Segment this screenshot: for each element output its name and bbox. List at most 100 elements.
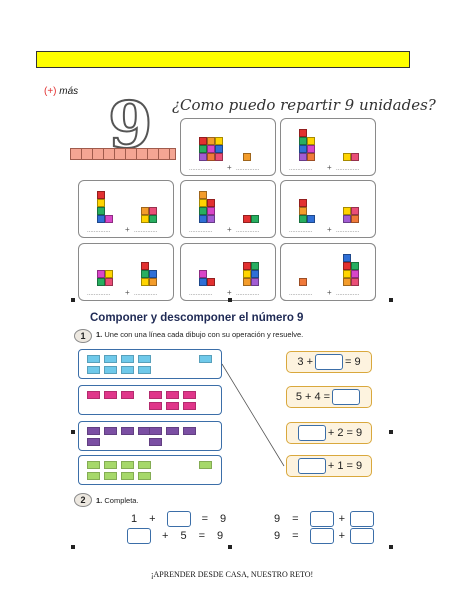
tile-box[interactable]: [78, 421, 222, 451]
unit-cube: [215, 137, 223, 145]
unit-cube: [105, 215, 113, 223]
answer-box[interactable]: [297, 458, 326, 474]
tile-box[interactable]: [78, 455, 222, 485]
unit-cube: [199, 270, 207, 278]
unit-cube: [149, 270, 157, 278]
counting-tile: [138, 472, 151, 480]
unit-cube: [97, 215, 105, 223]
unit-cube: [243, 153, 251, 161]
complete-row-3: + 5 = 9: [122, 528, 229, 544]
unit-cube: [243, 215, 251, 223]
unit-cube: [207, 215, 215, 223]
unit-cube: [307, 145, 315, 153]
counting-tile: [166, 402, 179, 410]
counting-tile: [166, 427, 179, 435]
counting-tile: [121, 472, 134, 480]
unit-cube: [97, 191, 105, 199]
answer-box[interactable]: [315, 354, 343, 370]
unit-cube: [207, 207, 215, 215]
plus-more-label: (+) más: [44, 86, 78, 97]
equation-box[interactable]: 5 + 4 =: [286, 386, 372, 408]
answer-box[interactable]: [127, 528, 151, 544]
counting-tile: [121, 391, 134, 399]
plus-separator: +: [327, 225, 332, 234]
unit-cube: [299, 145, 307, 153]
counting-tile: [121, 461, 134, 469]
corner-mark: [228, 545, 232, 549]
complete-value: 1: [131, 513, 138, 525]
plus-separator: +: [227, 225, 232, 234]
exercise-badge-1: 1: [74, 329, 92, 343]
exercise-badge-2: 2: [74, 493, 92, 507]
counting-tile: [104, 472, 117, 480]
answer-dots[interactable]: ..............: [189, 228, 213, 234]
counting-tile: [121, 366, 134, 374]
instruction-number: 1.: [96, 330, 103, 339]
answer-dots[interactable]: ..............: [289, 228, 313, 234]
unit-cube: [199, 191, 207, 199]
answer-dots[interactable]: ..............: [236, 228, 260, 234]
answer-dots[interactable]: ..............: [336, 228, 360, 234]
answer-dots[interactable]: ..............: [189, 291, 213, 297]
unit-cube: [149, 278, 157, 286]
answer-dots[interactable]: ..............: [189, 166, 213, 172]
unit-cube: [343, 270, 351, 278]
equation-box[interactable]: 3 += 9: [286, 351, 372, 373]
answer-box[interactable]: [309, 528, 334, 544]
unit-cube: [343, 215, 351, 223]
answer-dots[interactable]: ..............: [289, 291, 313, 297]
answer-box[interactable]: [297, 425, 326, 441]
complete-equals: =: [292, 530, 299, 542]
unit-cube: [199, 137, 207, 145]
answer-dots[interactable]: ..............: [236, 166, 260, 172]
counting-tile: [87, 427, 100, 435]
answer-dots[interactable]: ..............: [134, 291, 158, 297]
connector-line: [221, 363, 285, 467]
complete-text: Completa.: [104, 496, 139, 505]
answer-box[interactable]: [350, 528, 374, 544]
answer-dots[interactable]: ..............: [87, 291, 111, 297]
corner-mark: [71, 298, 75, 302]
tile-box[interactable]: [78, 385, 222, 415]
unit-cube: [97, 207, 105, 215]
answer-dots[interactable]: ..............: [336, 166, 360, 172]
unit-cube: [251, 215, 259, 223]
counting-tile: [87, 472, 100, 480]
counting-tile: [199, 461, 212, 469]
plus-separator: +: [227, 288, 232, 297]
plus-separator: +: [125, 288, 130, 297]
complete-row-4: 9 = +: [268, 528, 379, 544]
answer-dots[interactable]: ..............: [236, 291, 260, 297]
unit-cube: [307, 137, 315, 145]
counting-tile: [149, 427, 162, 435]
answer-dots[interactable]: ..............: [336, 291, 360, 297]
complete-value: 5: [180, 530, 187, 542]
answer-box[interactable]: [166, 511, 191, 527]
tile-box[interactable]: [78, 349, 222, 379]
counting-tile: [138, 366, 151, 374]
answer-box[interactable]: [332, 389, 361, 405]
answer-dots[interactable]: ..............: [87, 228, 111, 234]
answer-dots[interactable]: ..............: [134, 228, 158, 234]
answer-dots[interactable]: ..............: [289, 166, 313, 172]
complete-equals: =: [201, 513, 208, 525]
answer-box[interactable]: [350, 511, 374, 527]
counting-tile: [104, 391, 117, 399]
unit-cube: [251, 270, 259, 278]
unit-cube: [299, 199, 307, 207]
answer-box[interactable]: [309, 511, 334, 527]
counting-tile: [104, 461, 117, 469]
equation-box[interactable]: + 1 = 9: [286, 455, 372, 477]
cube-card: .............. +..............: [180, 180, 276, 238]
unit-cube: [251, 278, 259, 286]
counting-tile: [183, 391, 196, 399]
unit-rod: [70, 148, 176, 160]
equation-right: + 2 = 9: [327, 427, 363, 439]
instruction: 1. Une con una línea cada dibujo con su …: [96, 330, 396, 339]
equation-box[interactable]: + 2 = 9: [286, 422, 372, 444]
unit-cube: [97, 270, 105, 278]
unit-cube: [105, 278, 113, 286]
unit-cube: [343, 254, 351, 262]
unit-cube: [207, 153, 215, 161]
unit-cube: [299, 129, 307, 137]
